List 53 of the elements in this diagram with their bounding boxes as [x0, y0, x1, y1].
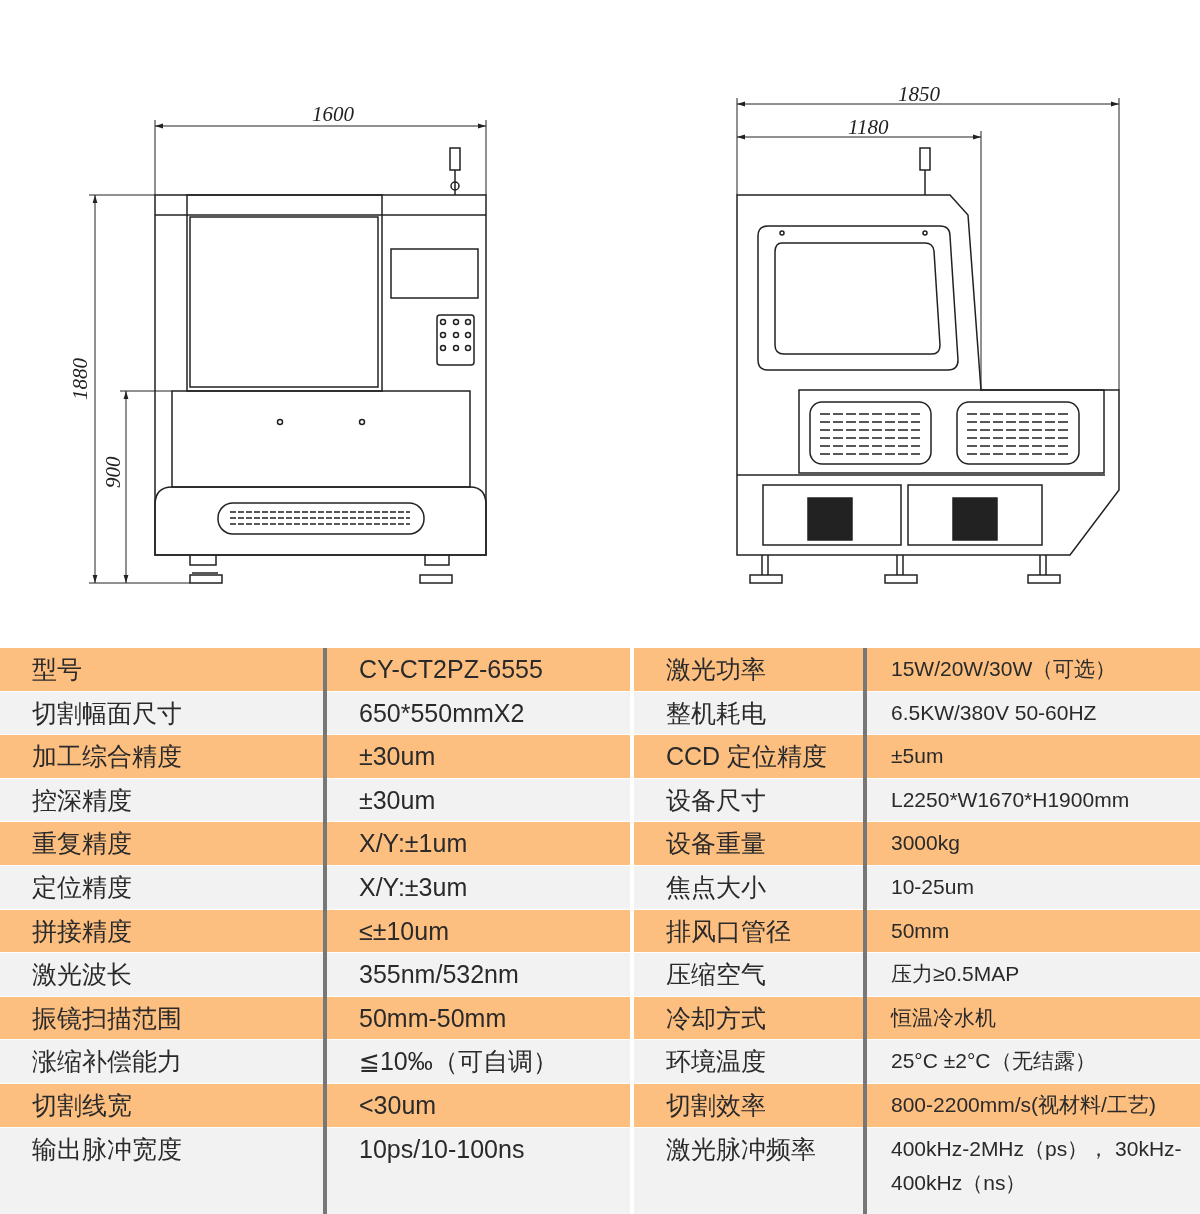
table-cell: 355nm/532nm	[327, 953, 630, 996]
dimension-label: 1850	[898, 84, 940, 105]
table-cell: 排风口管径	[634, 909, 863, 953]
table-cell: 型号	[0, 648, 323, 691]
table-cell: 设备重量	[634, 822, 863, 865]
table-cell: CY-CT2PZ-6555	[327, 648, 630, 691]
table-cell: 重复精度	[0, 822, 323, 865]
table-cell: CCD 定位精度	[634, 735, 863, 778]
table-cell: 控深精度	[0, 778, 323, 822]
table-cell: 激光脉冲频率	[634, 1127, 863, 1214]
table-cell: 整机耗电	[634, 691, 863, 735]
table-cell: 10-25um	[867, 866, 1200, 909]
dimension-label: 1180	[848, 117, 889, 138]
table-cell: 振镜扫描范围	[0, 996, 323, 1040]
table-cell: 压缩空气	[634, 953, 863, 996]
table-cell: 焦点大小	[634, 866, 863, 909]
table-cell: 10ps/10-100ns	[327, 1127, 630, 1214]
table-cell: ≤±10um	[327, 909, 630, 953]
table-cell: 800-2200mm/s(视材料/工艺)	[867, 1084, 1200, 1127]
table-cell: 定位精度	[0, 866, 323, 909]
dimension-label: 900	[103, 456, 124, 488]
table-cell: 400kHz-2MHz（ps）， 30kHz-400kHz（ns）	[867, 1127, 1200, 1214]
table-cell: 环境温度	[634, 1040, 863, 1083]
dimension-label: 1880	[70, 358, 91, 400]
table-cell: 6.5KW/380V 50-60HZ	[867, 691, 1200, 735]
table-cell: 涨缩补偿能力	[0, 1040, 323, 1083]
table-cell: <30um	[327, 1084, 630, 1127]
table-cell: ≦10‰（可自调）	[327, 1040, 630, 1083]
table-cell: L2250*W1670*H1900mm	[867, 778, 1200, 822]
dimension-label: 1600	[312, 104, 354, 125]
table-cell: 50mm	[867, 909, 1200, 953]
table-cell: X/Y:±3um	[327, 866, 630, 909]
table-cell: 冷却方式	[634, 996, 863, 1040]
table-cell: 恒温冷水机	[867, 996, 1200, 1040]
table-cell: 压力≥0.5MAP	[867, 953, 1200, 996]
table-cell: 切割线宽	[0, 1084, 323, 1127]
table-cell: ±30um	[327, 778, 630, 822]
table-cell: 激光功率	[634, 648, 863, 691]
table-cell: 50mm-50mm	[327, 996, 630, 1040]
table-cell: 加工综合精度	[0, 735, 323, 778]
table-cell: 拼接精度	[0, 909, 323, 953]
table-cell: 25°C ±2°C（无结露）	[867, 1040, 1200, 1083]
table-cell: ±30um	[327, 735, 630, 778]
table-cell: 650*550mmX2	[327, 691, 630, 735]
table-cell: 切割效率	[634, 1084, 863, 1127]
table-cell: 切割幅面尺寸	[0, 691, 323, 735]
table-cell: 3000kg	[867, 822, 1200, 865]
table-cell: 15W/20W/30W（可选）	[867, 648, 1200, 691]
table-cell: 设备尺寸	[634, 778, 863, 822]
table-cell: X/Y:±1um	[327, 822, 630, 865]
table-cell: 输出脉冲宽度	[0, 1127, 323, 1214]
table-cell: ±5um	[867, 735, 1200, 778]
table-cell: 激光波长	[0, 953, 323, 996]
